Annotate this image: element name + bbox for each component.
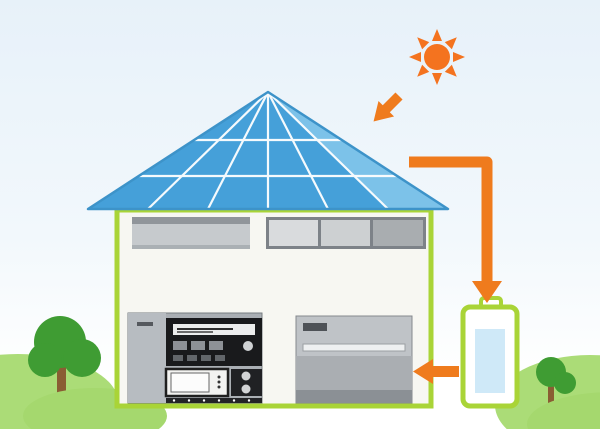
arrow-shaft bbox=[409, 156, 493, 283]
battery-cell bbox=[475, 329, 505, 393]
sun-ray bbox=[409, 52, 421, 62]
canopy-lobe bbox=[63, 339, 101, 377]
sunlight-to-roof-arrow bbox=[373, 92, 403, 122]
sun-ray bbox=[453, 52, 465, 62]
house bbox=[114, 207, 434, 409]
button-dot bbox=[217, 399, 221, 402]
stereo-knob bbox=[243, 341, 253, 351]
canopy-lobe bbox=[554, 372, 576, 394]
appliance-button bbox=[215, 355, 225, 361]
range-hood-edge bbox=[132, 245, 250, 249]
control-dot bbox=[217, 380, 221, 384]
appliance-button bbox=[209, 341, 223, 350]
button-strip bbox=[166, 398, 262, 403]
appliance-button bbox=[191, 341, 205, 350]
roof-grid-line bbox=[147, 91, 269, 210]
microwave-window bbox=[170, 372, 210, 393]
roof-grid-line bbox=[267, 91, 329, 210]
shrub-right bbox=[536, 357, 576, 404]
sun-core bbox=[424, 44, 450, 70]
appliance-button bbox=[173, 355, 183, 361]
button-dot bbox=[232, 399, 236, 402]
canopy-lobe bbox=[28, 343, 62, 377]
sun bbox=[409, 29, 465, 85]
door-panel bbox=[296, 356, 412, 390]
kick-plate bbox=[296, 390, 412, 403]
arrow-head bbox=[472, 281, 502, 303]
sun-ray bbox=[432, 73, 442, 85]
button-dot bbox=[172, 399, 176, 402]
bush-right-front bbox=[527, 392, 600, 429]
sun-ray bbox=[444, 64, 457, 77]
roof-outline bbox=[86, 90, 450, 211]
appliance-button bbox=[201, 355, 211, 361]
appliance-button bbox=[187, 355, 197, 361]
storage-battery bbox=[460, 296, 520, 409]
roof-grid-line bbox=[207, 91, 269, 210]
cabinet-side-panel bbox=[128, 313, 166, 403]
control-dot bbox=[217, 375, 221, 379]
display-line bbox=[177, 331, 213, 333]
shrub-trunk bbox=[548, 386, 554, 404]
solar-panel-roof bbox=[86, 90, 450, 211]
button-dot bbox=[247, 399, 251, 402]
second-floor-window-band bbox=[132, 217, 426, 249]
roof-grid-line bbox=[267, 91, 389, 210]
tree-left bbox=[28, 316, 101, 406]
door-slot bbox=[302, 343, 406, 352]
button-dot bbox=[187, 399, 191, 402]
sun-ray bbox=[444, 37, 457, 50]
roof-grid bbox=[139, 91, 397, 210]
kitchen-appliance-stack bbox=[127, 312, 263, 404]
battery-to-home-arrow bbox=[413, 359, 459, 384]
window-pane bbox=[373, 220, 423, 246]
dishwasher bbox=[295, 315, 413, 404]
left-vegetation bbox=[0, 316, 167, 429]
tree-canopy bbox=[28, 316, 101, 377]
range-hood-top bbox=[132, 217, 250, 224]
window-pane bbox=[321, 220, 370, 246]
shrub-canopy bbox=[536, 357, 576, 394]
sun-ray bbox=[417, 64, 430, 77]
panel-knob bbox=[241, 384, 251, 394]
appliance-button bbox=[173, 341, 187, 350]
roof-to-battery-arrow bbox=[409, 156, 502, 303]
cabinet-handle bbox=[137, 322, 153, 326]
energy-flow-arrows bbox=[373, 92, 502, 384]
panel-knob bbox=[241, 371, 251, 381]
sun-ray bbox=[432, 29, 442, 41]
dishwasher-handle bbox=[303, 323, 327, 331]
right-vegetation bbox=[495, 355, 600, 429]
window-pane bbox=[269, 220, 318, 246]
control-dot bbox=[217, 385, 221, 389]
microwave-oven bbox=[164, 367, 230, 398]
display-line bbox=[177, 328, 233, 330]
button-dot bbox=[202, 399, 206, 402]
sun-ray bbox=[417, 37, 430, 50]
